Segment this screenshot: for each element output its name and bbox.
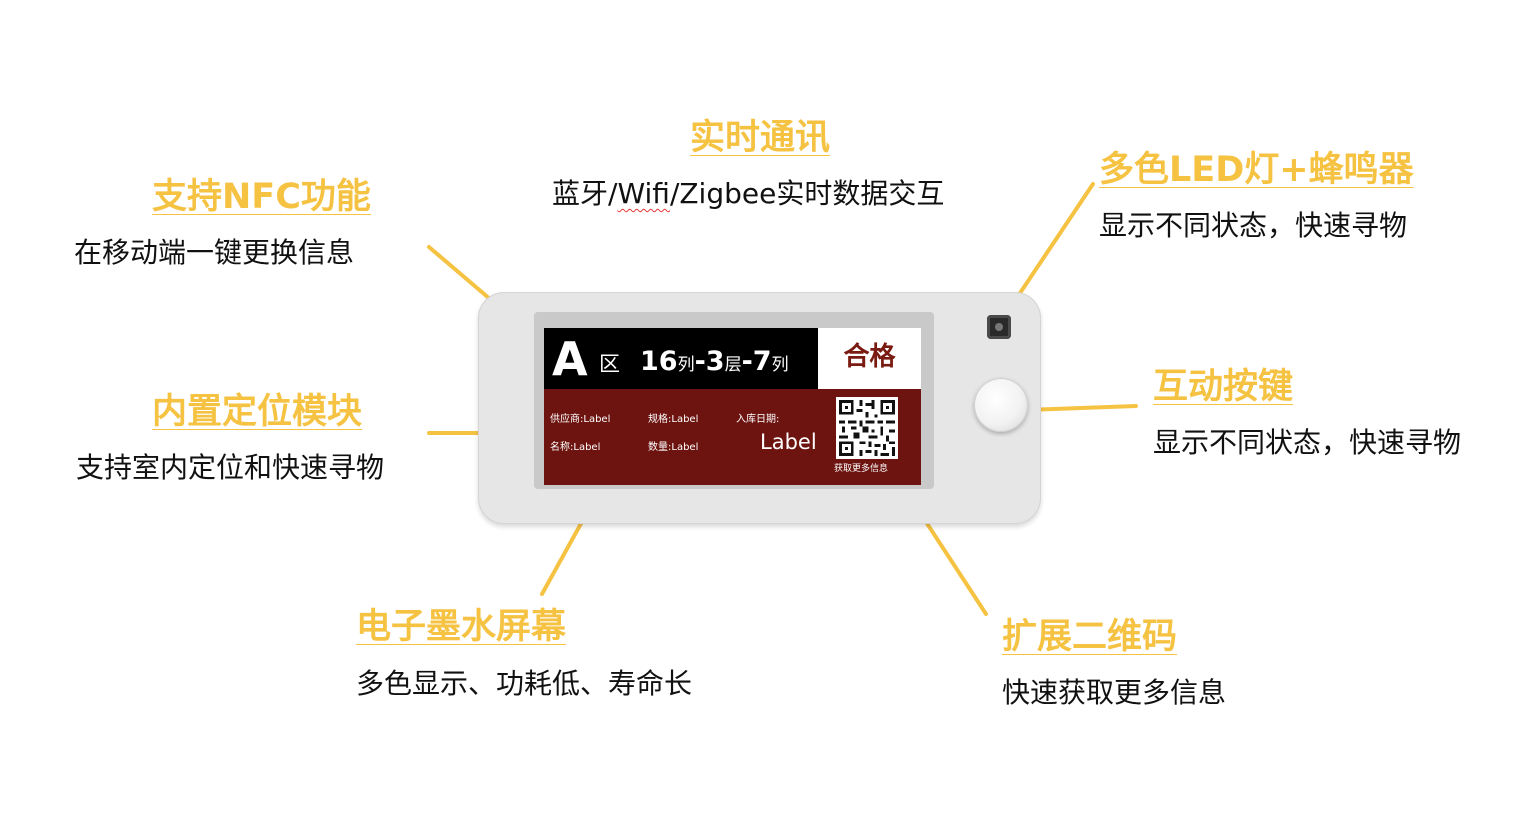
zone-letter: A [552,332,588,386]
feature-button-title: 互动按键 [1153,367,1294,407]
feature-realtime-desc: 蓝牙/Wifi/Zigbee实时数据交互 [552,174,944,214]
big-label-value: Label [760,430,817,454]
location-code: 16列-3层-7列 [640,345,789,382]
feature-button: 互动按键 [1153,365,1293,409]
row-number: 16 [640,346,678,377]
feature-positioning-desc: 支持室内定位和快速寻物 [76,448,384,488]
feature-eink-title: 电子墨水屏幕 [356,607,567,647]
feature-realtime: 实时通讯 [690,116,830,160]
zone-char: 区 [599,352,620,376]
feature-qrcode-title: 扩展二维码 [1002,617,1178,657]
feature-realtime-desc-text: 蓝牙/Wifi/Zigbee实时数据交互 [552,174,944,214]
feature-nfc-desc: 在移动端一键更换信息 [74,233,354,273]
location-header: A 区 16列-3层-7列 [544,328,818,389]
feature-positioning-title: 内置定位模块 [152,392,363,432]
feature-qrcode: 扩展二维码 [1002,615,1177,659]
floor-number: -3 [694,346,725,377]
button-connector [1024,404,1138,412]
feature-qrcode-desc-text: 快速获取更多信息 [1002,676,1227,709]
supplier-field: 供应商:Label [550,414,611,425]
feature-nfc-desc-text: 在移动端一键更换信息 [74,236,355,269]
feature-positioning-desc-text: 支持室内定位和快速寻物 [76,451,385,484]
status-box: 合格 [818,328,921,389]
feature-qrcode-desc: 快速获取更多信息 [1002,673,1226,713]
realtime-desc-part-a: 蓝牙/ [552,177,618,210]
electronic-shelf-label-device: A 区 16列-3层-7列 合格 供应商:Label 规格:Label 入库日期… [478,292,1041,524]
led-indicator [987,315,1011,339]
quantity-field: 数量:Label [648,442,699,453]
status-text: 合格 [843,342,896,372]
feature-nfc: 支持NFC功能 [152,175,371,219]
interactive-button[interactable] [974,378,1028,432]
qr-caption: 获取更多信息 [834,464,889,474]
row-unit: 列 [677,355,695,375]
feature-led-desc: 显示不同状态，快速寻物 [1099,206,1407,246]
feature-eink-desc: 多色显示、功耗低、寿命长 [356,664,692,704]
name-field: 名称:Label [550,442,601,453]
realtime-desc-part-b: /Zigbee实时数据交互 [669,177,945,210]
feature-nfc-title: 支持NFC功能 [152,177,371,217]
feature-positioning: 内置定位模块 [152,390,362,434]
feature-eink-desc-text: 多色显示、功耗低、寿命长 [356,667,693,700]
feature-eink: 电子墨水屏幕 [356,605,566,649]
feature-led-title: 多色LED灯+蜂鸣器 [1099,150,1414,190]
column-number: -7 [741,346,772,377]
feature-led-desc-text: 显示不同状态，快速寻物 [1099,209,1408,242]
eink-screen: A 区 16列-3层-7列 合格 供应商:Label 规格:Label 入库日期… [544,328,921,485]
nfc-connector [427,245,499,307]
floor-unit: 层 [724,355,742,375]
spec-field: 规格:Label [648,414,699,425]
screen-bezel: A 区 16列-3层-7列 合格 供应商:Label 规格:Label 入库日期… [534,312,934,489]
in-date-field: 入库日期: [736,414,780,425]
feature-realtime-title: 实时通讯 [690,118,831,158]
feature-led: 多色LED灯+蜂鸣器 [1099,148,1414,192]
led-connector [1008,182,1095,310]
info-panel: 供应商:Label 规格:Label 入库日期: 名称:Label 数量:Lab… [544,389,921,485]
realtime-desc-wifi: Wifi [617,177,670,210]
feature-button-desc-text: 显示不同状态，快速寻物 [1153,426,1462,459]
column-unit: 列 [771,355,789,375]
qr-code [836,397,898,459]
feature-button-desc: 显示不同状态，快速寻物 [1153,423,1461,463]
